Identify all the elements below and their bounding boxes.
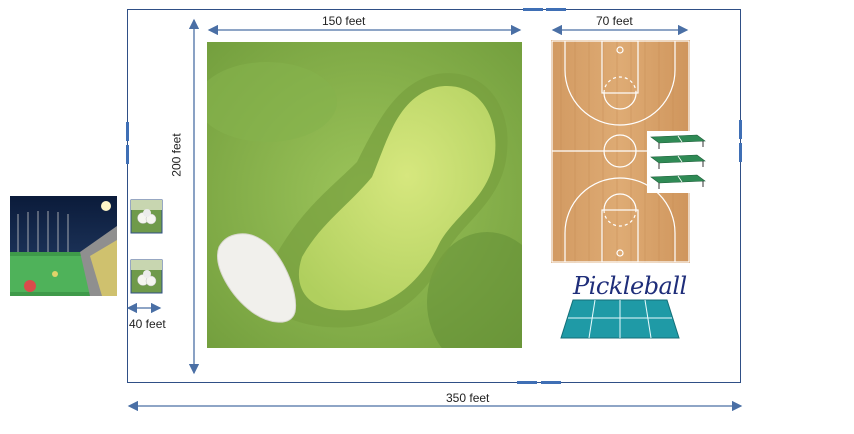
facility-outline [127,9,741,383]
door-left-lower [126,145,129,164]
pickleball-logo-text: Pickleball [573,272,687,300]
pickleball-court-icon [560,299,680,339]
door-left-upper [126,122,129,141]
door-top-right [546,8,566,11]
golf-ball-photo-bottom [130,259,163,294]
door-bottom-right [541,381,561,384]
pickleball-logo: Pickleball [559,270,687,340]
label-350-feet: 350 feet [446,391,490,405]
door-right-upper [739,120,742,139]
label-70-feet: 70 feet [596,14,633,28]
basketball-court [551,40,690,263]
door-bottom-left [517,381,537,384]
label-40-feet: 40 feet [129,317,166,331]
ping-pong-tables [647,131,707,193]
label-150-feet: 150 feet [322,14,366,28]
golf-green-aerial [207,42,522,348]
door-right-lower [739,143,742,162]
door-top-left [523,8,543,11]
driving-range-photo [10,196,117,296]
golf-ball-photo-top [130,199,163,234]
label-200-feet: 200 feet [169,133,184,177]
